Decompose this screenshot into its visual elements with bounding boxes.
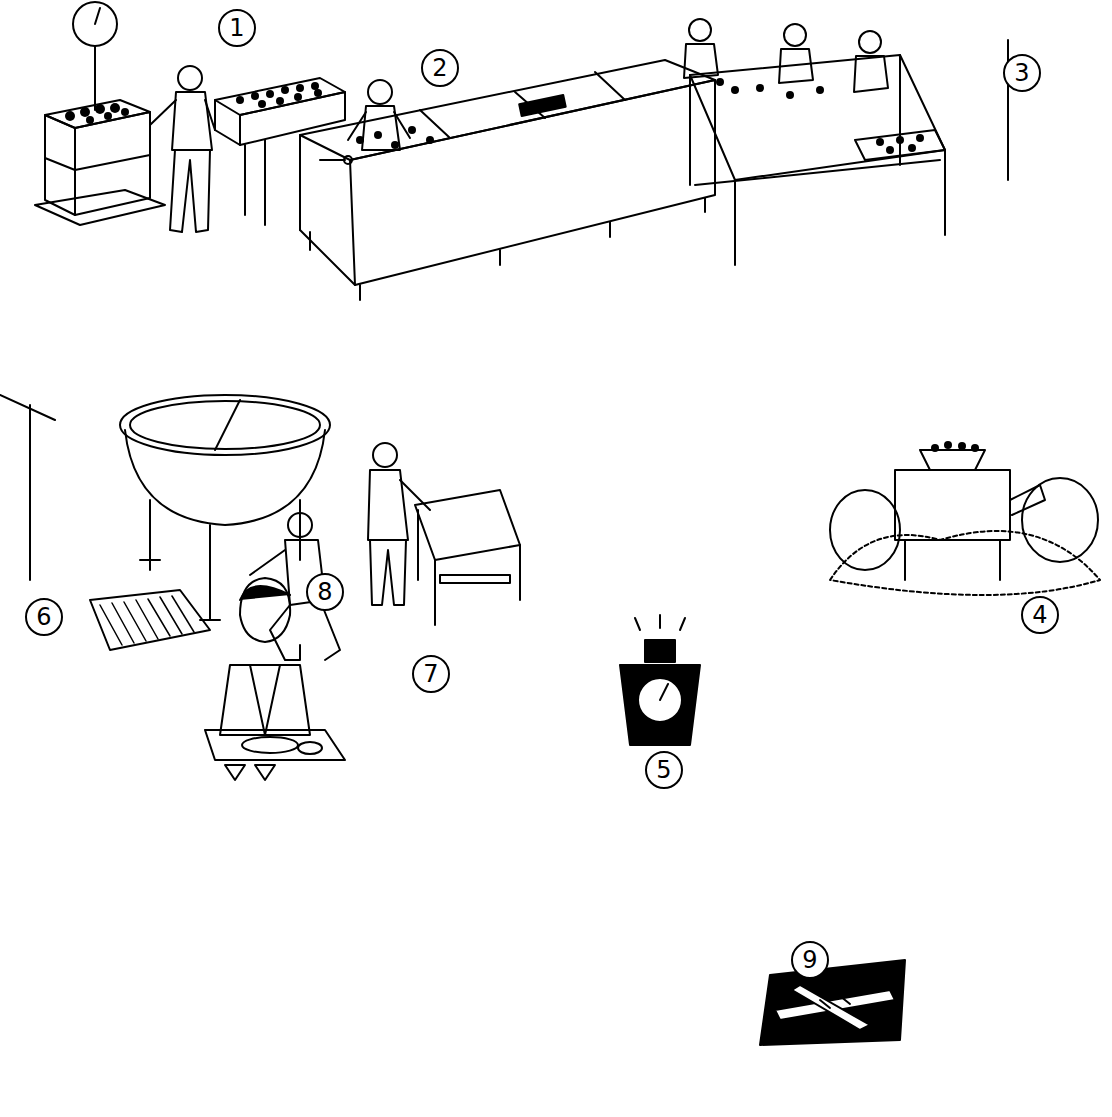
bar-product [760,960,905,1045]
callout-number: 7 [412,655,450,693]
worker-figure [368,443,520,625]
sorting-table [684,19,1008,265]
platform-scale [35,2,165,225]
worker-figure [348,80,410,150]
callout-number: 1 [218,9,256,47]
bin [215,78,345,225]
callout-number: 9 [791,941,829,979]
callout-number: 5 [645,751,683,789]
washing-trough [300,60,715,300]
cooking-kettle [0,395,330,650]
kitchen-scale [620,615,700,745]
callout-number: 4 [1021,596,1059,634]
worker-figure [150,66,215,232]
grinding-machine [830,441,1100,595]
callout-number: 3 [1003,54,1041,92]
callout-number: 8 [306,573,344,611]
callout-number: 6 [25,598,63,636]
callout-number: 2 [421,49,459,87]
